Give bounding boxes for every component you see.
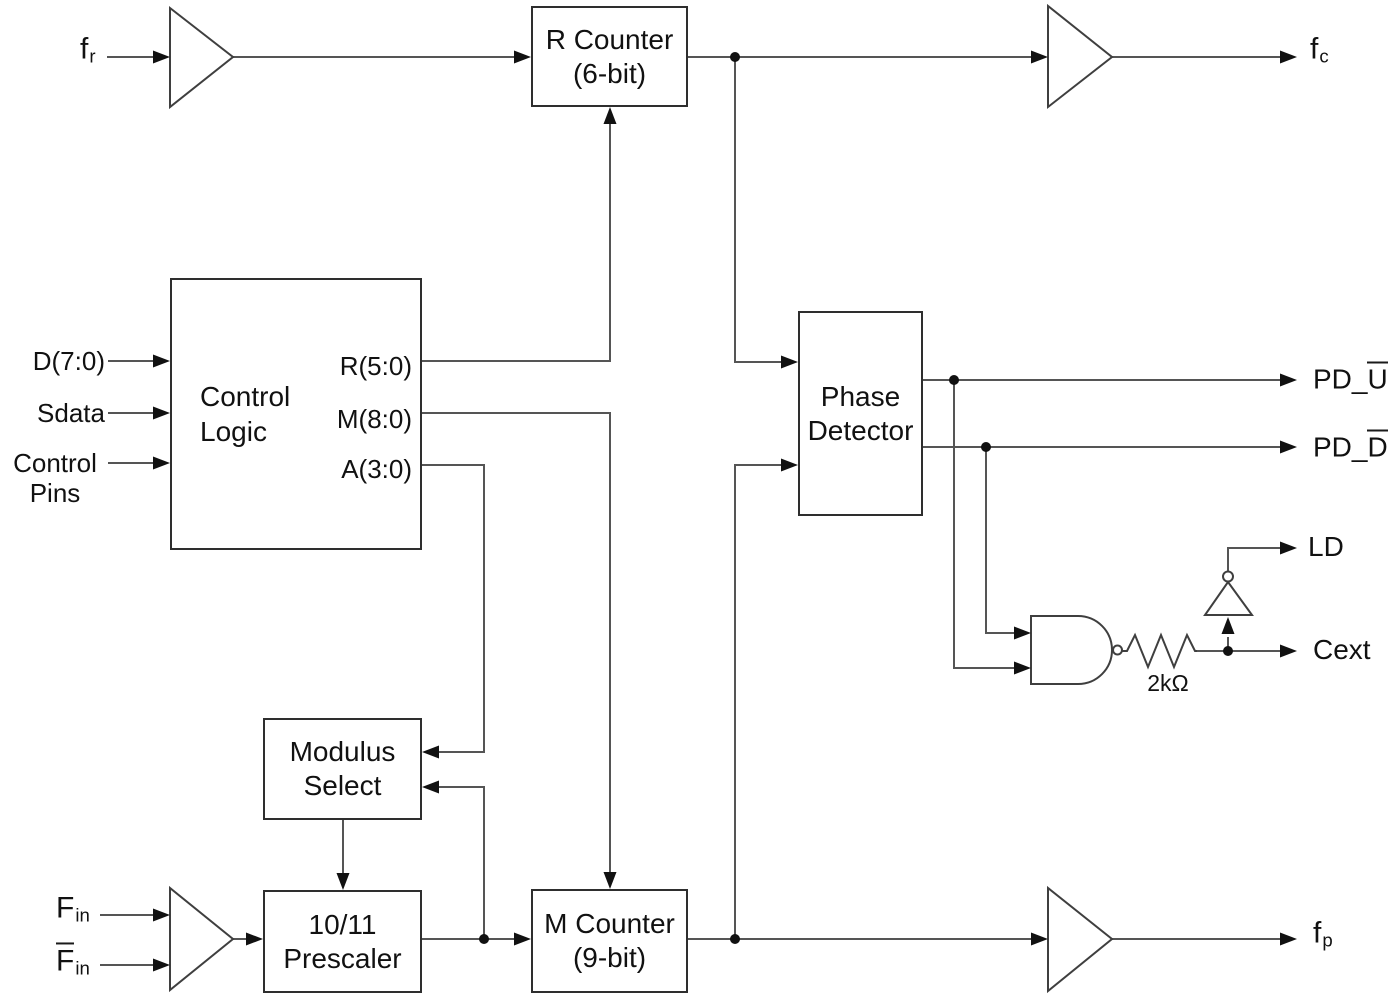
label-fc-output: fc — [1310, 32, 1329, 67]
port-a-bus: A(3:0) — [341, 454, 412, 484]
block-modulus-select: Modulus Select — [263, 718, 422, 820]
label-control-pins: Control Pins — [13, 448, 97, 508]
port-r-bus: R(5:0) — [339, 351, 412, 381]
nand-gate-icon — [1030, 615, 1113, 685]
block-phase-detector: Phase Detector — [798, 311, 923, 516]
wire-pdu-to-nand — [952, 380, 1014, 670]
buffer-icon-fp — [1047, 885, 1114, 994]
control-logic-name: Control Logic — [200, 381, 291, 447]
wire-rcounter-to-pd-upper — [733, 57, 781, 364]
label-fin-input: Fin — [56, 891, 90, 926]
inverter-icon — [1203, 580, 1254, 616]
block-prescaler: 10/11 Prescaler — [263, 890, 422, 993]
port-m-bus: M(8:0) — [336, 404, 412, 434]
nand-bubble-icon — [1112, 644, 1123, 656]
block-m-counter: M Counter (9-bit) — [531, 889, 688, 993]
label-fp-output: fp — [1313, 916, 1333, 951]
label-ld-output: LD — [1308, 531, 1344, 562]
label-pd-u-output: PD_U — [1313, 361, 1388, 395]
wire-m80-to-mcounter — [422, 411, 612, 872]
wire-r50-to-rcounter — [422, 124, 612, 363]
block-r-counter: R Counter (6-bit) — [531, 6, 688, 107]
label-sdata: Sdata — [37, 398, 105, 428]
label-fin-bar-input: Fin — [56, 942, 90, 979]
wire-inverter-to-ld — [1226, 546, 1280, 571]
inverter-bubble-icon — [1222, 570, 1234, 583]
buffer-icon-fc — [1047, 3, 1114, 110]
block-control-logic: Control Logic R(5:0) M(8:0) A(3:0) — [170, 278, 422, 550]
label-resistor-value: 2kΩ — [1147, 670, 1189, 696]
wire-a30-to-modsel — [422, 463, 486, 754]
label-pd-d-output: PD_D — [1313, 429, 1388, 463]
gate-shapes — [169, 3, 1254, 994]
label-cext-output: Cext — [1313, 634, 1371, 665]
r-counter-size: (6-bit) — [572, 57, 647, 89]
wire-pdd-to-nand — [984, 447, 1014, 635]
junction-dots — [479, 52, 1233, 944]
buffer-icon-fin — [169, 885, 235, 993]
resistor-icon — [1122, 632, 1197, 670]
buffer-icon-fr — [169, 5, 235, 110]
arrowheads — [153, 50, 1297, 972]
wire-mcounter-to-pd-lower — [733, 463, 781, 939]
r-counter-name: R Counter — [545, 23, 674, 55]
wires — [100, 55, 1280, 967]
label-fr-input: fr — [80, 32, 96, 67]
label-d-bus: D(7:0) — [32, 346, 105, 376]
wire-prescaler-feedback-to-modsel — [439, 785, 486, 939]
